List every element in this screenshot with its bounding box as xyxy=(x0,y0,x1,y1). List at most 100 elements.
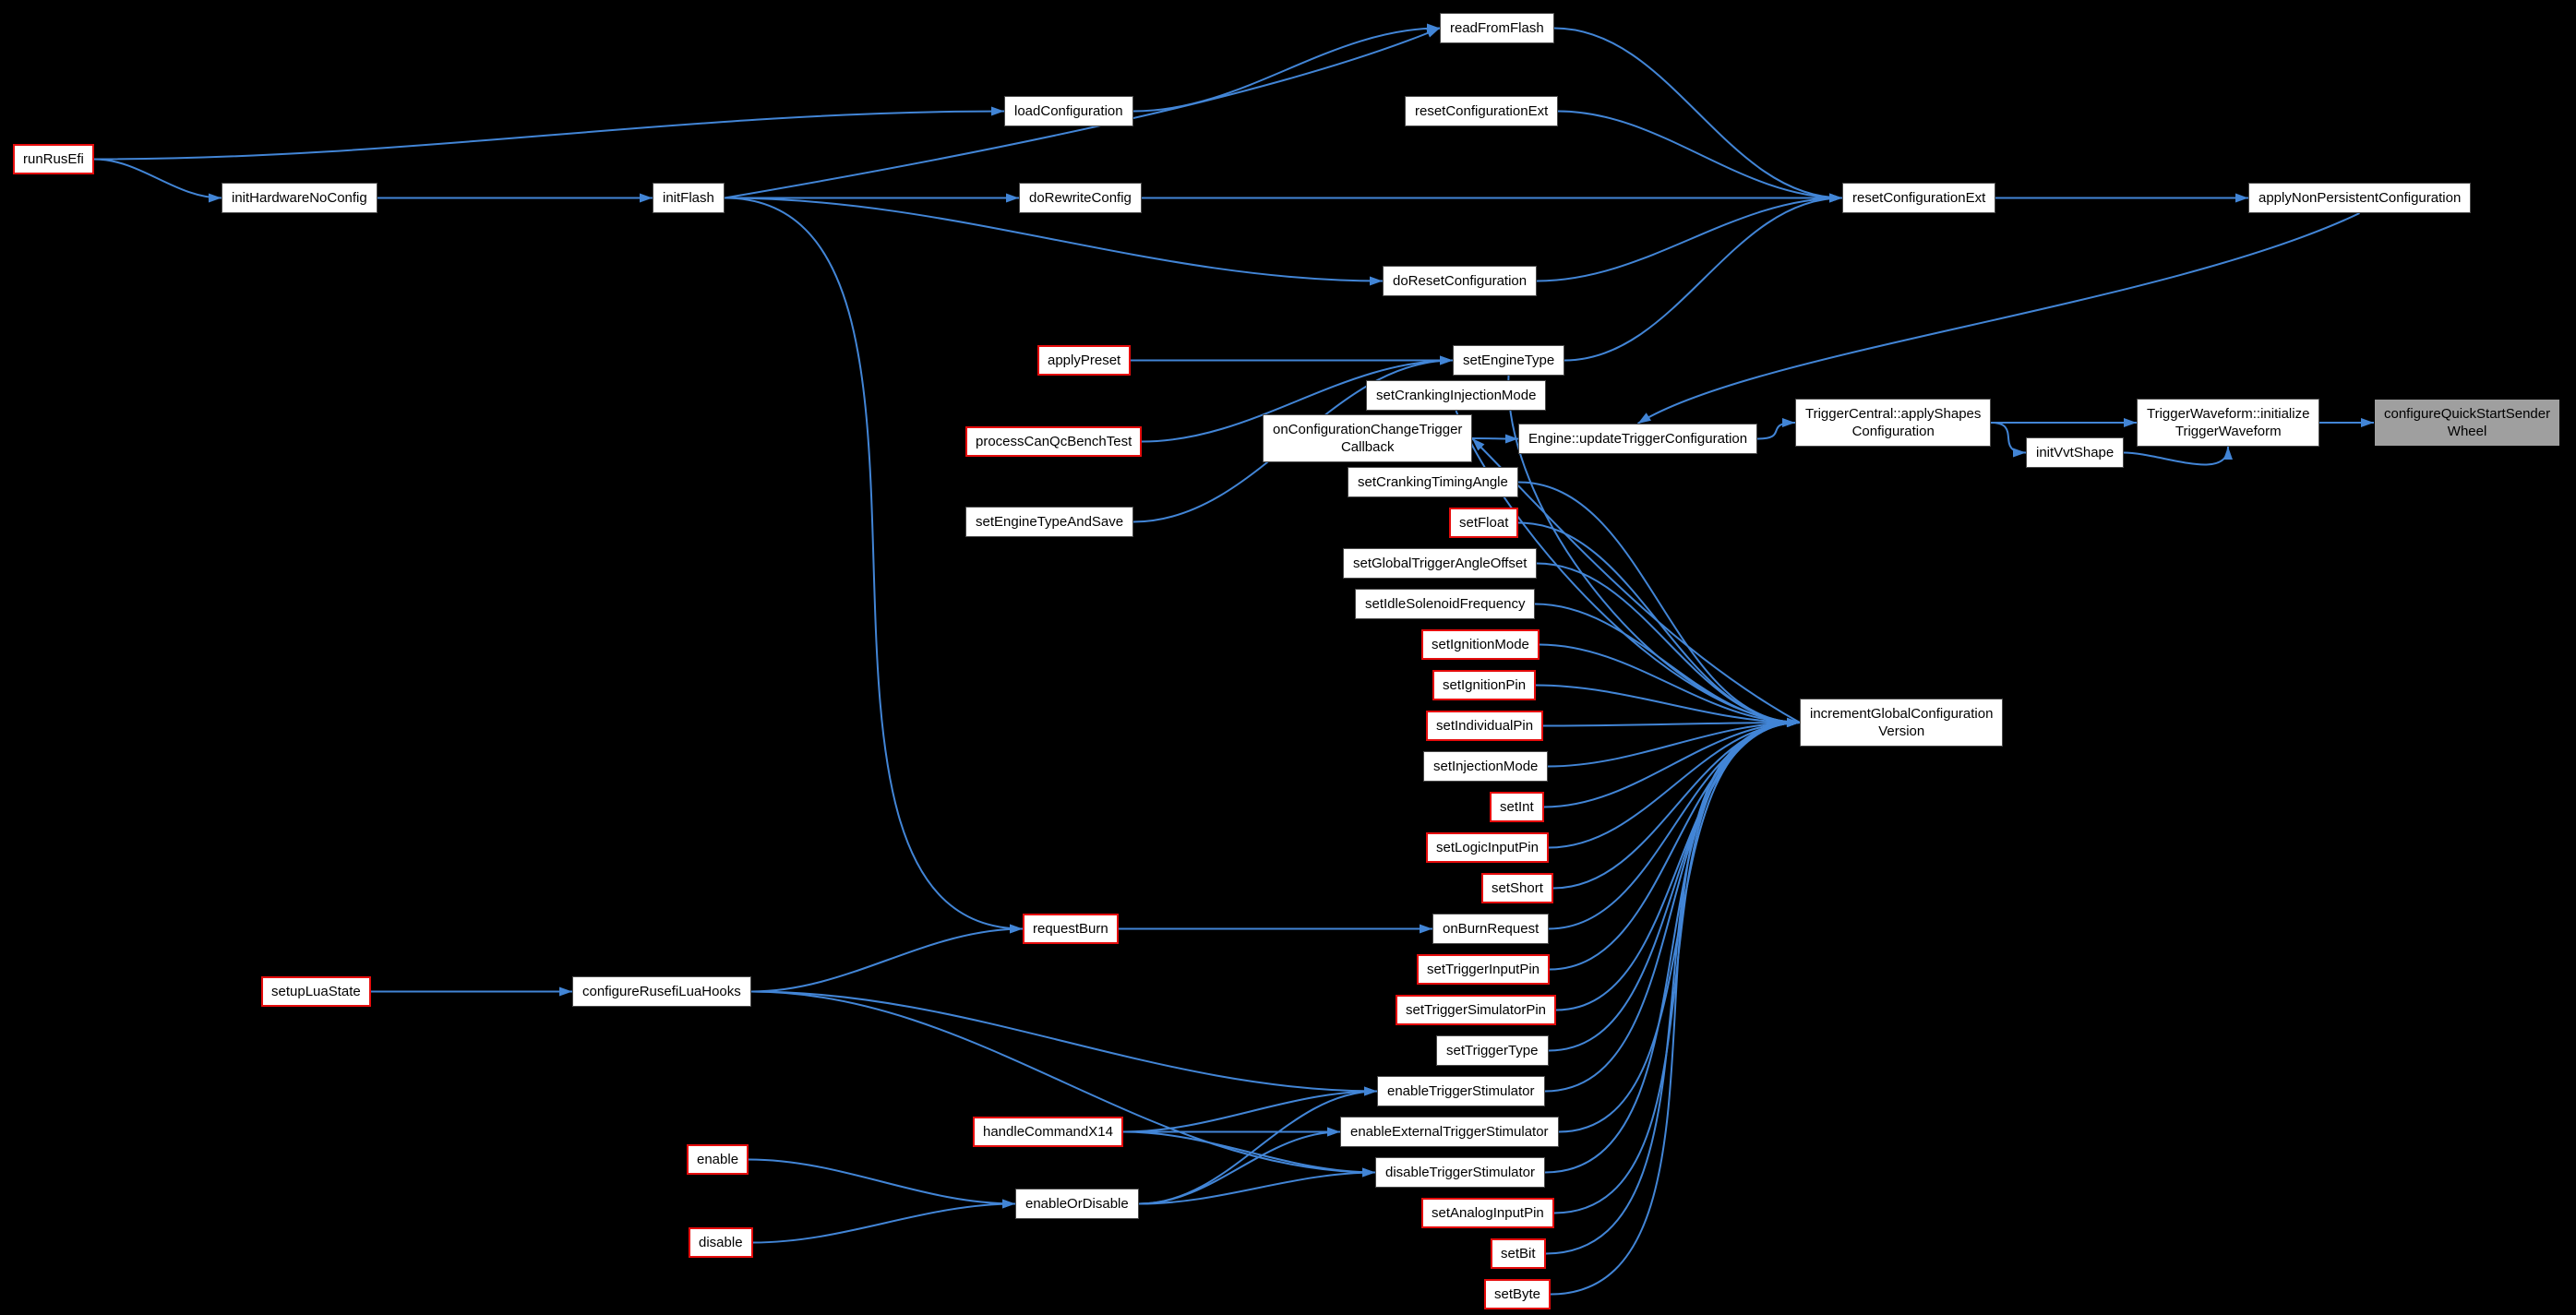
arrowhead-icon xyxy=(1472,438,1485,451)
graph-node-initHardwareNoConfig[interactable]: initHardwareNoConfig xyxy=(222,183,377,213)
graph-node-initFlash[interactable]: initFlash xyxy=(653,183,725,213)
graph-node-label: setInjectionMode xyxy=(1433,759,1539,774)
graph-node-initVvtShape[interactable]: initVvtShape xyxy=(2026,437,2125,468)
graph-node-label: configureRusefiLuaHooks xyxy=(582,984,741,999)
graph-node-setGlobalTriggerAngleOffset[interactable]: setGlobalTriggerAngleOffset xyxy=(1343,548,1538,579)
graph-node-setFloat[interactable]: setFloat xyxy=(1449,508,1519,538)
graph-node-onBurnRequest[interactable]: onBurnRequest xyxy=(1432,914,1550,944)
call-edge-setInt--incrementGlobalConfigurationVersion xyxy=(1543,722,1801,808)
graph-node-label: enableTriggerStimulator xyxy=(1387,1083,1535,1099)
graph-node-label: incrementGlobalConfiguration xyxy=(1810,706,1994,722)
graph-node-doRewriteConfig[interactable]: doRewriteConfig xyxy=(1019,183,1142,213)
graph-node-label: initHardwareNoConfig xyxy=(232,190,367,206)
arrowhead-icon xyxy=(1420,924,1432,934)
graph-node-label: applyPreset xyxy=(1048,353,1121,368)
arrowhead-icon xyxy=(2124,418,2137,427)
call-edge-initFlash--doResetConfiguration xyxy=(724,197,1384,282)
arrowhead-icon xyxy=(1505,434,1518,444)
graph-node-label: doResetConfiguration xyxy=(1393,273,1528,289)
graph-node-disableTriggerStimulator[interactable]: disableTriggerStimulator xyxy=(1375,1157,1546,1188)
arrowhead-icon xyxy=(1782,418,1795,427)
graph-node-handleCommandX14[interactable]: handleCommandX14 xyxy=(973,1117,1123,1147)
call-edge-initVvtShape--triggerWaveformInitializeTriggerWaveform xyxy=(2123,446,2229,466)
graph-node-readFromFlash[interactable]: readFromFlash xyxy=(1440,13,1554,43)
graph-node-setCrankingInjectionMode[interactable]: setCrankingInjectionMode xyxy=(1366,380,1547,411)
arrowhead-icon xyxy=(1427,23,1440,33)
graph-node-setTriggerSimulatorPin[interactable]: setTriggerSimulatorPin xyxy=(1396,995,1556,1025)
graph-node-label: setEngineType xyxy=(1463,353,1555,368)
call-edge-readFromFlash--resetConfigurationExt xyxy=(1553,27,1843,199)
call-edge-handleCommandX14--disableTriggerStimulator xyxy=(1122,1130,1376,1174)
graph-node-setBit[interactable]: setBit xyxy=(1491,1238,1546,1269)
call-edge-setIgnitionPin--incrementGlobalConfigurationVersion xyxy=(1535,684,1801,723)
graph-node-enable[interactable]: enable xyxy=(687,1144,749,1175)
graph-node-label: loadConfiguration xyxy=(1014,103,1123,119)
graph-node-label: configureQuickStartSender xyxy=(2384,406,2551,422)
graph-node-label: resetConfigurationExt xyxy=(1852,190,1986,206)
graph-node-setShort[interactable]: setShort xyxy=(1481,873,1553,903)
arrowhead-icon xyxy=(2361,418,2374,427)
graph-node-doResetConfiguration[interactable]: doResetConfiguration xyxy=(1383,266,1538,296)
graph-node-resetConfigurationExt2[interactable]: resetConfigurationExt xyxy=(1405,96,1559,126)
graph-node-label: onBurnRequest xyxy=(1443,921,1540,937)
graph-node-configureRusefiLuaHooks[interactable]: configureRusefiLuaHooks xyxy=(572,976,751,1007)
graph-node-setIdleSolenoidFrequency[interactable]: setIdleSolenoidFrequency xyxy=(1355,589,1536,619)
graph-node-enableTriggerStimulator[interactable]: enableTriggerStimulator xyxy=(1377,1076,1545,1106)
graph-node-setTriggerInputPin[interactable]: setTriggerInputPin xyxy=(1417,954,1551,985)
call-edge-runRusEfi--initHardwareNoConfig xyxy=(93,158,222,199)
graph-node-label: runRusEfi xyxy=(23,151,84,167)
graph-node-setupLuaState[interactable]: setupLuaState xyxy=(261,976,371,1007)
call-edge-handleCommandX14--enableTriggerStimulator xyxy=(1122,1090,1378,1133)
graph-node-setCrankingTimingAngle[interactable]: setCrankingTimingAngle xyxy=(1348,467,1518,497)
graph-node-setTriggerType[interactable]: setTriggerType xyxy=(1436,1035,1549,1066)
graph-node-label: setIgnitionPin xyxy=(1443,677,1527,693)
graph-node-setInjectionMode[interactable]: setInjectionMode xyxy=(1423,751,1549,782)
graph-node-setEngineTypeAndSave[interactable]: setEngineTypeAndSave xyxy=(965,507,1134,537)
graph-node-label: setCrankingInjectionMode xyxy=(1376,388,1537,403)
arrowhead-icon xyxy=(1002,1199,1015,1209)
graph-node-engineUpdateTriggerConfiguration[interactable]: Engine::updateTriggerConfiguration xyxy=(1518,424,1758,454)
graph-node-applyPreset[interactable]: applyPreset xyxy=(1037,345,1132,376)
graph-node-requestBurn[interactable]: requestBurn xyxy=(1023,914,1119,944)
graph-node-resetConfigurationExt[interactable]: resetConfigurationExt xyxy=(1842,183,1996,213)
graph-node-enableExternalTriggerStimulator[interactable]: enableExternalTriggerStimulator xyxy=(1340,1117,1559,1147)
graph-node-disable[interactable]: disable xyxy=(689,1227,753,1258)
call-edge-setGlobalTriggerAngleOffset--incrementGlobalConfigurationVersion xyxy=(1536,562,1801,723)
arrowhead-icon xyxy=(640,193,653,203)
call-edge-disable--enableOrDisable xyxy=(752,1202,1016,1244)
graph-node-label: Callback xyxy=(1340,439,1395,455)
graph-node-setAnalogInputPin[interactable]: setAnalogInputPin xyxy=(1421,1198,1554,1228)
graph-node-label: setTriggerSimulatorPin xyxy=(1406,1002,1546,1018)
graph-node-label: setTriggerInputPin xyxy=(1427,962,1540,977)
graph-node-runRusEfi[interactable]: runRusEfi xyxy=(13,144,94,174)
call-edge-initFlash--readFromFlash xyxy=(724,27,1441,199)
graph-node-setIgnitionMode[interactable]: setIgnitionMode xyxy=(1421,629,1540,660)
graph-node-label: requestBurn xyxy=(1033,921,1108,937)
graph-node-label: processCanQcBenchTest xyxy=(976,434,1132,449)
arrowhead-icon xyxy=(209,193,222,203)
graph-node-label: Wheel xyxy=(2447,424,2487,439)
graph-node-processCanQcBenchTest[interactable]: processCanQcBenchTest xyxy=(965,426,1143,457)
graph-node-label: setupLuaState xyxy=(271,984,361,999)
graph-node-label: onConfigurationChangeTrigger xyxy=(1273,422,1463,437)
graph-node-setLogicInputPin[interactable]: setLogicInputPin xyxy=(1426,832,1549,863)
graph-node-label: Configuration xyxy=(1851,424,1935,439)
call-edge-setIgnitionMode--incrementGlobalConfigurationVersion xyxy=(1539,643,1801,723)
graph-node-setIgnitionPin[interactable]: setIgnitionPin xyxy=(1432,670,1537,700)
graph-node-setEngineType[interactable]: setEngineType xyxy=(1453,345,1565,376)
call-edge-applyNonPersistentConfiguration--engineUpdateTriggerConfiguration xyxy=(1636,212,2360,424)
graph-node-applyNonPersistentConfiguration[interactable]: applyNonPersistentConfiguration xyxy=(2248,183,2472,213)
graph-node-enableOrDisable[interactable]: enableOrDisable xyxy=(1015,1189,1139,1219)
call-edge-enableOrDisable--enableExternalTriggerStimulator xyxy=(1138,1130,1341,1205)
graph-node-setInt[interactable]: setInt xyxy=(1490,792,1544,822)
graph-node-label: disableTriggerStimulator xyxy=(1385,1165,1536,1180)
graph-node-loadConfiguration[interactable]: loadConfiguration xyxy=(1004,96,1133,126)
graph-node-setIndividualPin[interactable]: setIndividualPin xyxy=(1426,711,1544,741)
call-edge-triggerCentralApplyShapesConfiguration--initVvtShape xyxy=(1990,422,2027,454)
graph-node-setByte[interactable]: setByte xyxy=(1484,1279,1552,1309)
